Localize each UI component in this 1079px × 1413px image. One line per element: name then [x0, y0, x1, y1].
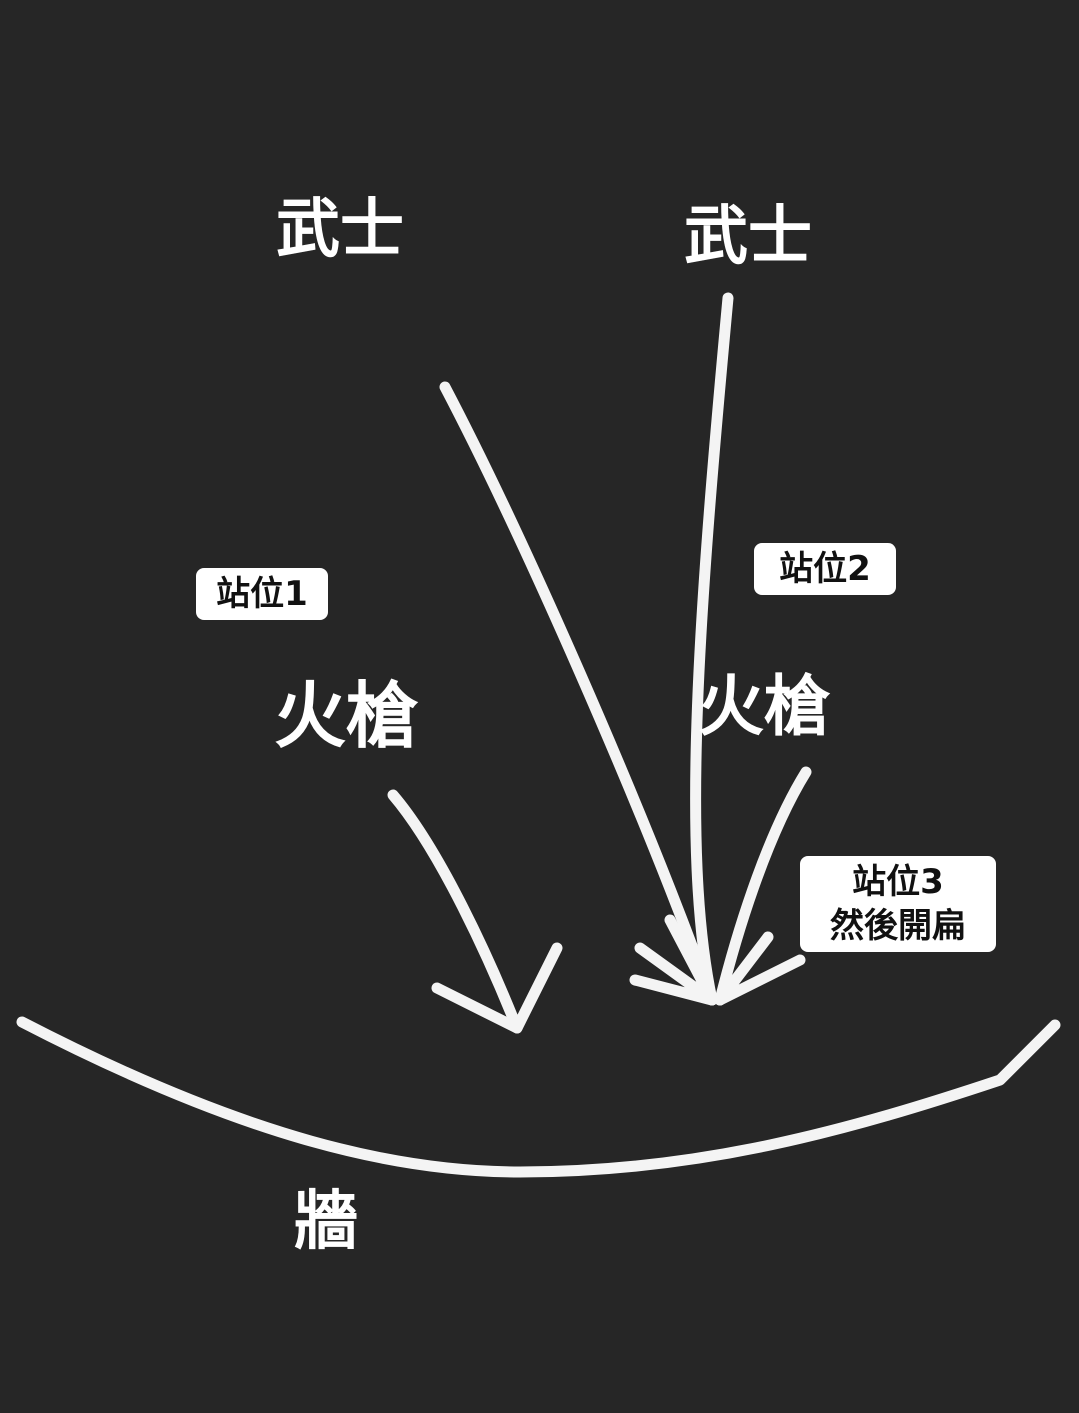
- label-wall: 牆: [294, 1185, 358, 1259]
- label-samurai-right: 武士: [684, 200, 812, 274]
- wall-curve: [16, 1016, 1061, 1178]
- tag-position1: 站位1: [196, 568, 328, 621]
- tag-position2: 站位2: [754, 543, 896, 596]
- arrowhead-musket-left: [431, 942, 563, 1034]
- label-musket-left: 火槍: [274, 674, 419, 758]
- arrow-musket-right: [714, 766, 812, 1006]
- label-samurai-left: 武士: [276, 193, 404, 267]
- label-musket-right: 火槍: [698, 668, 830, 745]
- arrow-samurai-left: [439, 381, 718, 1006]
- tag-position3: 站位3 然後開扁: [800, 856, 996, 953]
- tag-position3-line1: 站位3: [852, 862, 944, 902]
- arrow-musket-left: [387, 789, 523, 1034]
- arrowhead-converge: [629, 914, 806, 1006]
- tag-position3-line2: 然後開扁: [830, 906, 966, 947]
- arrow-samurai-right: [690, 292, 734, 1006]
